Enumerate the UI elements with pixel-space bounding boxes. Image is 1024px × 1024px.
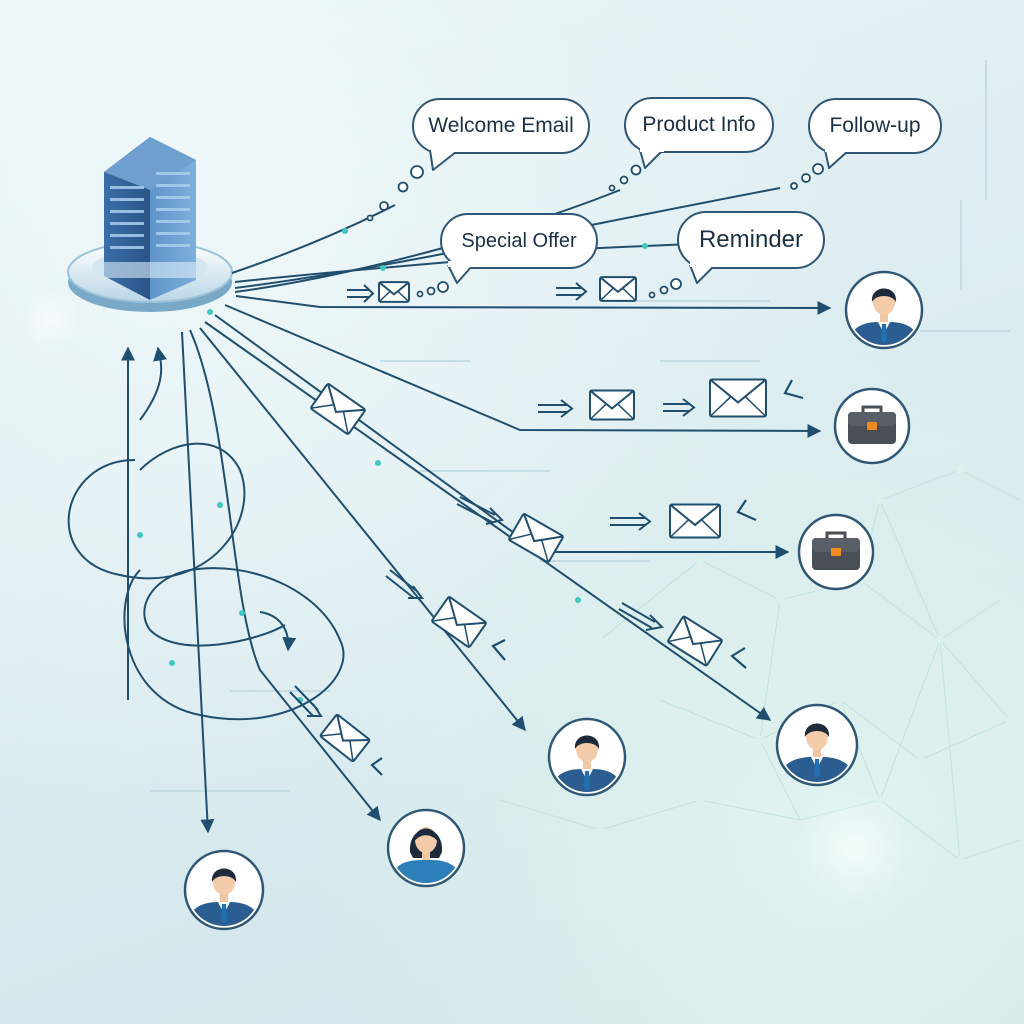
return-line-2 <box>139 346 167 421</box>
envelope-icon <box>431 596 487 648</box>
bubble-special-offer-label: Special Offer <box>461 229 577 252</box>
bubble-product-info: Product Info <box>624 97 774 153</box>
recipient-group <box>183 270 924 931</box>
person-suit-icon <box>775 703 859 787</box>
background-data-dots <box>150 60 1010 792</box>
flow-line-recipient-7 <box>181 331 215 834</box>
double-arrow-icon <box>289 282 696 717</box>
company-building-icon <box>67 137 233 312</box>
flow-line-productinfo <box>234 189 621 293</box>
bubble-dot-trails <box>366 163 824 299</box>
envelope-icon <box>599 276 637 302</box>
bubble-reminder: Reminder <box>677 211 825 269</box>
envelope-icon <box>589 389 635 421</box>
bubble-follow-up-label: Follow-up <box>829 114 921 137</box>
flow-line-recipient-4 <box>204 321 772 721</box>
feedback-loop-1 <box>67 442 246 580</box>
envelope-icon <box>508 513 564 563</box>
briefcase-icon <box>833 387 911 465</box>
person-suit-icon <box>844 270 924 350</box>
envelope-icon <box>319 713 371 763</box>
person-suit-icon <box>183 849 265 931</box>
flow-line-recipient-2 <box>224 304 822 438</box>
bubble-special-offer: Special Offer <box>440 213 598 269</box>
person-suit-icon <box>547 717 627 797</box>
envelope-icon <box>310 383 366 435</box>
bubble-product-info-label: Product Info <box>642 113 756 136</box>
accent-points <box>137 228 648 703</box>
envelope-icon <box>669 503 721 539</box>
flow-line-welcome <box>231 204 396 274</box>
envelope-group <box>310 276 767 763</box>
background-network <box>499 469 1021 861</box>
envelope-icon <box>667 615 723 667</box>
briefcase-icon <box>797 513 875 591</box>
bubble-welcome-email-label: Welcome Email <box>428 114 574 137</box>
flow-lines <box>67 187 832 834</box>
background-nodes <box>596 466 1014 864</box>
envelope-icon <box>378 281 410 303</box>
person-woman-icon <box>386 808 466 888</box>
bubble-follow-up: Follow-up <box>808 98 942 154</box>
envelope-icon <box>709 378 767 418</box>
flow-line-recipient-1 <box>235 295 832 315</box>
flow-line-recipient-6 <box>189 329 381 822</box>
bubble-reminder-label: Reminder <box>698 226 804 253</box>
flow-line-recipient-5 <box>199 327 526 732</box>
bubble-welcome-email: Welcome Email <box>412 98 590 154</box>
return-arrow-icon <box>370 379 804 776</box>
feedback-loop-2 <box>123 567 345 721</box>
